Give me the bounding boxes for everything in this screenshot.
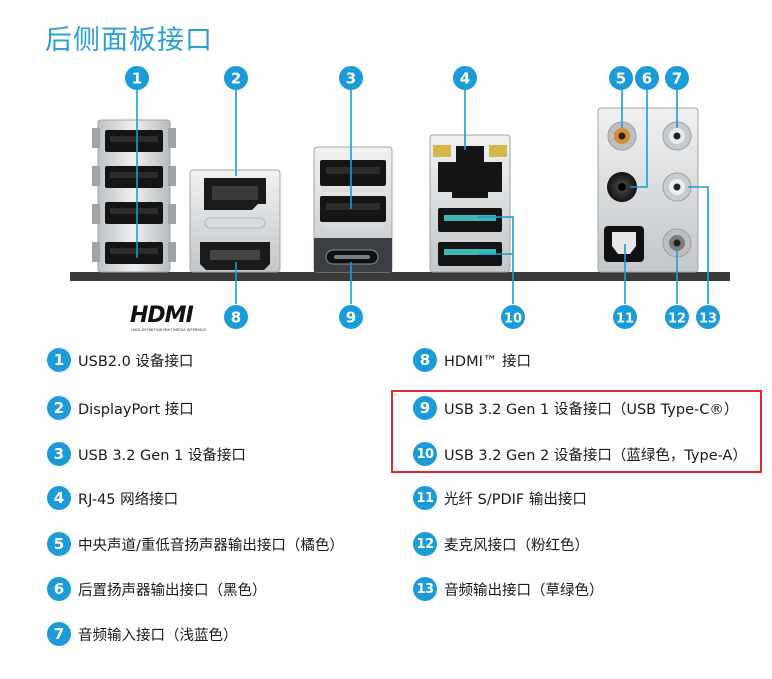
legend-label: DisplayPort 接口 (78, 401, 194, 418)
legend-badge: 6 (47, 577, 71, 601)
legend-item-8: 8 HDMI™ 接口 (413, 346, 531, 374)
hdmi-logo: HDMI HIGH-DEFINITION MULTIMEDIA INTERFAC… (130, 303, 207, 332)
legend-badge: 2 (47, 396, 71, 420)
legend-item-12: 12 麦克风接口（粉红色） (413, 530, 589, 558)
callout-number: 12 (668, 312, 686, 327)
displayport-hdmi-block (189, 169, 281, 273)
legend-item-7: 7 音频输入接口（浅蓝色） (47, 620, 238, 648)
page-title: 后侧面板接口 (45, 25, 213, 56)
legend-item-5: 5 中央声道/重低音扬声器输出接口（橘色） (47, 530, 344, 558)
legend-label: 音频输出接口（草绿色） (444, 582, 604, 599)
legend-item-11: 11 光纤 S/PDIF 输出接口 (413, 484, 587, 512)
callout-badge-3: 3 (339, 66, 363, 90)
legend-label: 音频输入接口（浅蓝色） (78, 627, 238, 644)
callout-badge-2: 2 (224, 66, 248, 90)
callout-number: 1 (132, 70, 142, 88)
legend-label: HDMI™ 接口 (444, 353, 531, 370)
legend-badge: 1 (47, 348, 71, 372)
legend-label: USB 3.2 Gen 1 设备接口（USB Type-C®） (444, 401, 739, 418)
callout-badge-9: 9 (339, 305, 363, 329)
legend-badge: 7 (47, 622, 71, 646)
svg-text:HIGH-DEFINITION MULTIMEDIA INT: HIGH-DEFINITION MULTIMEDIA INTERFACE (131, 328, 207, 332)
legend-item-10: 10 USB 3.2 Gen 2 设备接口（蓝绿色，Type-A） (413, 440, 747, 468)
callout-number: 4 (460, 70, 470, 88)
legend-badge: 5 (47, 532, 71, 556)
legend-item-1: 1 USB2.0 设备接口 (47, 346, 193, 374)
legend-item-13: 13 音频输出接口（草绿色） (413, 575, 604, 603)
highlight-box (391, 390, 762, 473)
legend-badge: 13 (413, 577, 437, 601)
callout-badge-6: 6 (635, 66, 659, 90)
callout-badge-13: 13 (696, 305, 720, 329)
callout-badge-1: 1 (125, 66, 149, 90)
legend-badge: 3 (47, 442, 71, 466)
legend-item-4: 4 RJ-45 网络接口 (47, 484, 178, 512)
legend-label: USB2.0 设备接口 (78, 353, 194, 370)
leader-lines (136, 90, 709, 304)
callout-number: 13 (699, 312, 717, 327)
callout-badge-8: 8 (224, 305, 248, 329)
legend-label: 光纤 S/PDIF 输出接口 (444, 491, 587, 508)
rear-io-diagram: HDMI HIGH-DEFINITION MULTIMEDIA INTERFAC… (70, 66, 730, 332)
legend-item-2: 2 DisplayPort 接口 (47, 394, 194, 422)
callout-number: 5 (616, 70, 626, 88)
callout-number: 7 (672, 70, 682, 88)
legend-item-9: 9 USB 3.2 Gen 1 设备接口（USB Type-C®） (413, 394, 738, 422)
audio-block (597, 107, 699, 273)
legend-label: USB 3.2 Gen 1 设备接口 (78, 447, 246, 464)
callout-badge-11: 11 (613, 305, 637, 329)
legend-badge: 9 (413, 396, 437, 420)
legend-label: USB 3.2 Gen 2 设备接口（蓝绿色，Type-A） (444, 447, 747, 464)
legend-label: 中央声道/重低音扬声器输出接口（橘色） (78, 537, 344, 554)
legend-badge: 10 (413, 442, 437, 466)
rj45-usb-gen2-block (429, 134, 511, 273)
legend-item-3: 3 USB 3.2 Gen 1 设备接口 (47, 440, 246, 468)
legend-label: 麦克风接口（粉红色） (444, 537, 589, 554)
usb2-port-stack (92, 119, 176, 273)
legend-badge: 4 (47, 486, 71, 510)
callout-number: 9 (346, 309, 356, 327)
legend-badge: 12 (413, 532, 437, 556)
legend-badge: 8 (413, 348, 437, 372)
legend-item-6: 6 后置扬声器输出接口（黑色） (47, 575, 267, 603)
callout-number: 10 (504, 312, 522, 327)
callout-number: 6 (642, 70, 652, 88)
usb32-gen1-block (313, 146, 393, 273)
legend-label: 后置扬声器输出接口（黑色） (78, 582, 267, 599)
io-panel-baseline (70, 272, 730, 281)
callout-badge-12: 12 (665, 305, 689, 329)
callout-number: 11 (616, 312, 634, 327)
callout-badge-5: 5 (609, 66, 633, 90)
callout-badge-7: 7 (665, 66, 689, 90)
callout-number: 2 (231, 70, 241, 88)
legend-label: RJ-45 网络接口 (78, 491, 179, 508)
callout-number: 8 (231, 309, 241, 327)
callout-number: 3 (346, 70, 356, 88)
legend-badge: 11 (413, 486, 437, 510)
svg-text:HDMI: HDMI (130, 303, 194, 328)
callout-badge-4: 4 (453, 66, 477, 90)
callout-badge-10: 10 (501, 305, 525, 329)
